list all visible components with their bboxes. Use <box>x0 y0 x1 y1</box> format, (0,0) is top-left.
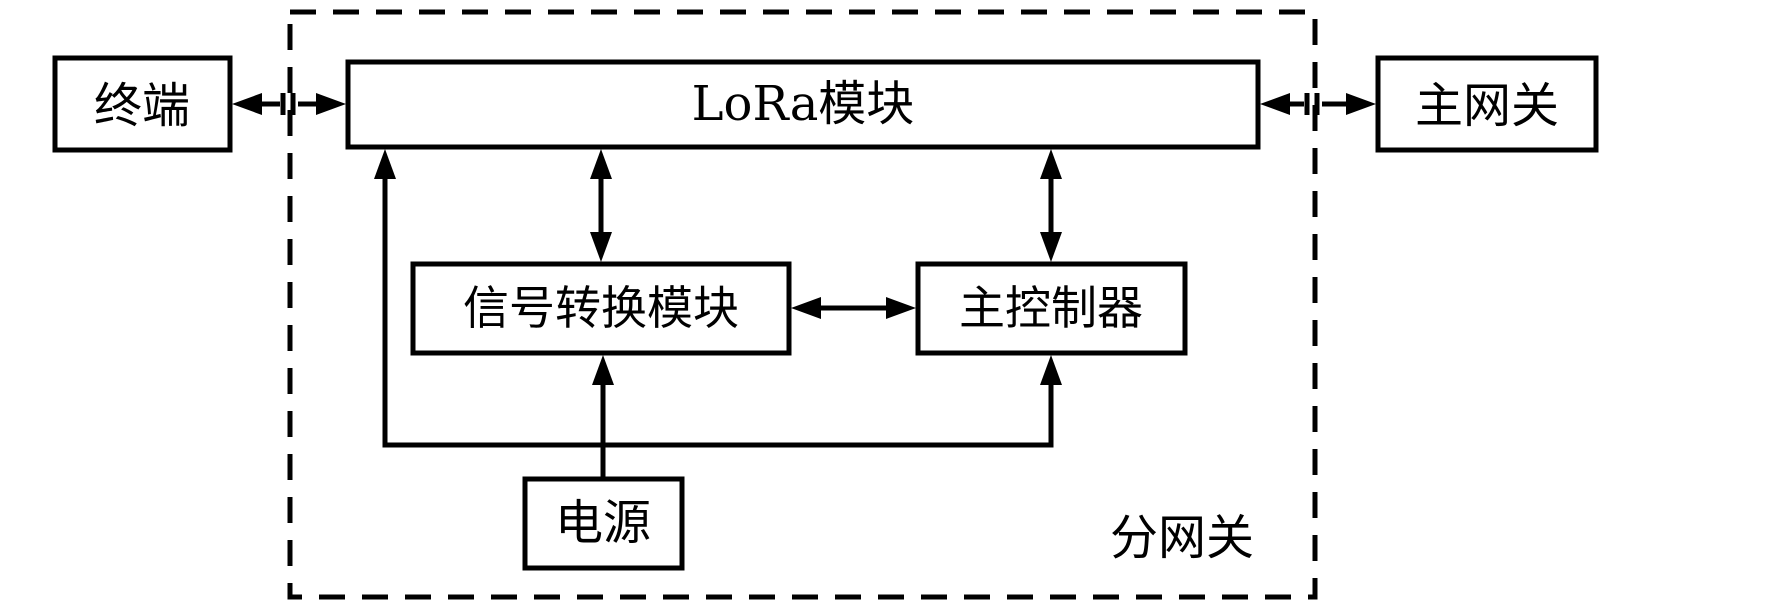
arrowhead-up <box>592 355 614 385</box>
arrowhead-right <box>316 93 346 115</box>
lora-main-gateway-link <box>1260 93 1376 115</box>
arrowhead-left <box>1260 93 1290 115</box>
arrowhead-right <box>886 297 916 319</box>
lora-main-controller-link <box>1040 149 1062 262</box>
arrowhead-up <box>1040 355 1062 385</box>
arrowhead-right <box>1346 93 1376 115</box>
power-distribution-lines <box>374 149 1062 479</box>
arrowhead-up <box>1040 149 1062 179</box>
main-controller-box <box>915 261 1188 356</box>
arrowhead-up <box>590 149 612 179</box>
signal-conversion-main-controller-link <box>791 297 916 319</box>
main-gateway-label: 主网关 <box>1415 78 1559 134</box>
terminal-label: 终端 <box>94 78 190 134</box>
main-gateway-box <box>1375 55 1599 153</box>
arrowhead-up <box>374 149 396 179</box>
sub-gateway-label: 分网关 <box>1110 510 1254 566</box>
lora-module-box <box>345 59 1261 150</box>
lora-module-label: LoRa模块 <box>692 76 915 132</box>
terminal-box <box>52 55 233 153</box>
arrowhead-down <box>590 232 612 262</box>
power-supply-label: 电源 <box>555 495 651 551</box>
main-controller-label: 主控制器 <box>959 281 1143 335</box>
arrowhead-left <box>791 297 821 319</box>
arrowhead-left <box>232 93 262 115</box>
lora-signal-conversion-link <box>590 149 612 262</box>
sub-gateway-boundary <box>287 9 1318 600</box>
signal-conversion-module-label: 信号转换模块 <box>463 281 739 335</box>
terminal-lora-link <box>232 93 346 115</box>
arrowhead-down <box>1040 232 1062 262</box>
signal-conversion-module-box <box>410 261 792 356</box>
